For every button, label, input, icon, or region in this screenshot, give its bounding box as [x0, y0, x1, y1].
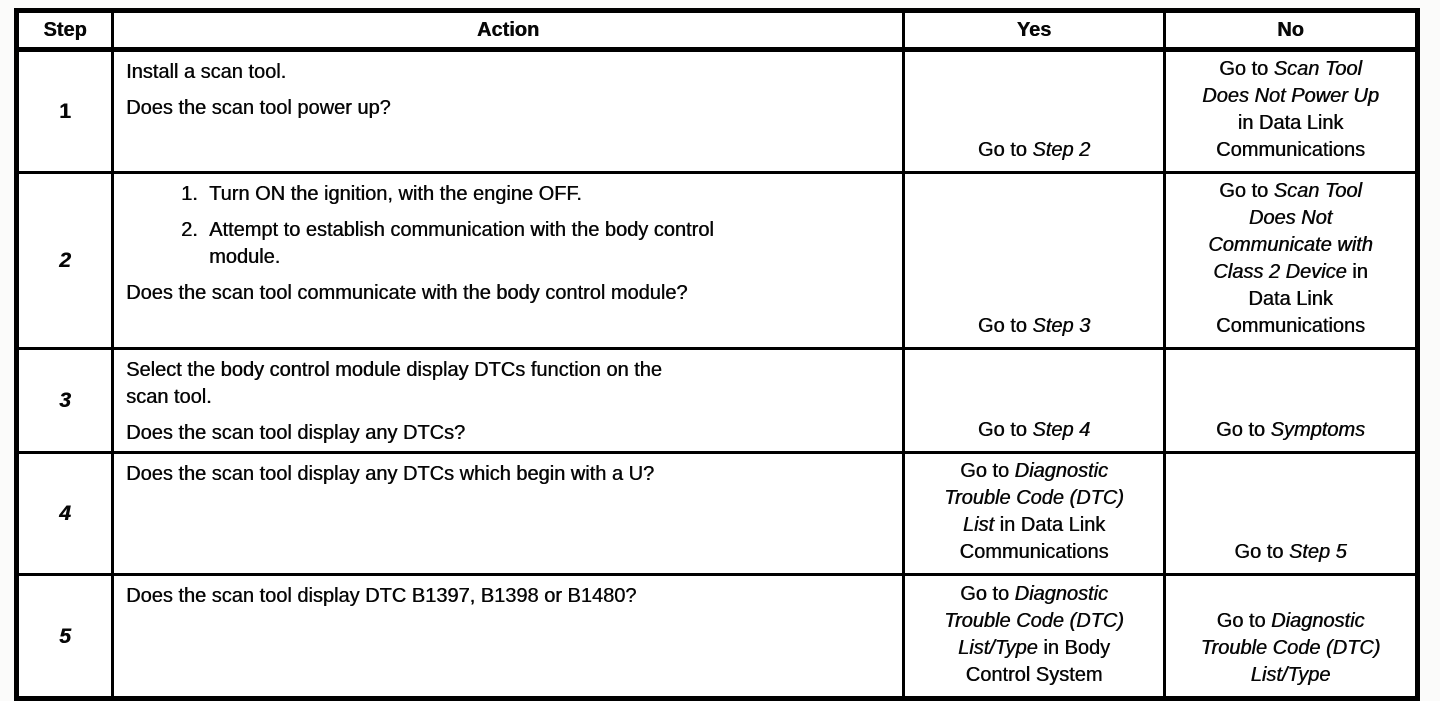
text-line: module.: [209, 246, 281, 268]
text-line: List in Data Link: [962, 514, 1106, 536]
text-line: Go to Diagnostic: [960, 583, 1108, 605]
text-line: Communications: [1216, 139, 1365, 161]
text-line: Trouble Code (DTC): [944, 610, 1124, 632]
text-line: Does the scan tool display any DTCs whic…: [126, 463, 655, 485]
step-cell: 4: [15, 451, 114, 576]
action-paragraph: Does the scan tool power up?: [126, 95, 890, 122]
no-cell: Go to Step 5: [1163, 451, 1419, 576]
text-line: Select the body control module display D…: [126, 359, 662, 381]
yes-cell: Go to Step 3: [902, 171, 1166, 350]
action-cell: Install a scan tool. Does the scan tool p…: [111, 48, 905, 174]
table-body: 1 Install a scan tool. Does the scan tool …: [15, 48, 1419, 700]
text-line: in Data Link: [1237, 112, 1344, 134]
text-line: Trouble Code (DTC): [944, 487, 1124, 509]
header-row: Step Action Yes No: [15, 9, 1419, 52]
text-line: Turn ON the ignition, with the engine OF…: [209, 183, 582, 205]
text-line: Go to Scan Tool: [1219, 58, 1362, 80]
action-paragraph: Does the scan tool display any DTCs?: [126, 420, 890, 447]
text-line: Communications: [959, 541, 1109, 563]
table-row: 3 Select the body control module display …: [15, 347, 1419, 454]
text-line: Trouble Code (DTC): [1200, 637, 1381, 659]
action-paragraph: Select the body control module display D…: [126, 357, 890, 411]
step-cell: 3: [15, 347, 114, 454]
step-cell: 5: [15, 573, 114, 700]
text-line: scan tool.: [126, 386, 212, 408]
text-line: Go to Step 4: [977, 419, 1091, 441]
table-header: Step Action Yes No: [15, 9, 1419, 52]
text-line: Go to Step 5: [1234, 541, 1347, 563]
text-line: Communications: [1216, 315, 1365, 337]
text-line: Go to Diagnostic: [960, 460, 1108, 482]
text-line: Go to Step 3: [977, 315, 1091, 337]
action-list-item: 1. Turn ON the ignition, with the engine …: [181, 181, 890, 208]
text-line: Go to Step 2: [977, 139, 1091, 161]
table-row: 5 Does the scan tool display DTC B1397, B…: [15, 573, 1419, 700]
yes-cell: Go to Step 2: [902, 48, 1166, 174]
list-number: 1.: [181, 183, 198, 205]
text-line: List/Type in Body: [958, 637, 1110, 659]
text-line: Go to Symptoms: [1216, 419, 1365, 441]
text-line: Control System: [965, 664, 1103, 686]
text-line: Does the scan tool power up?: [126, 97, 391, 119]
action-paragraph: Does the scan tool display any DTCs whic…: [126, 461, 890, 488]
action-paragraph: Does the scan tool display DTC B1397, B1…: [126, 583, 890, 610]
text-line: Does Not Power Up: [1202, 85, 1379, 107]
column-header-step: Step: [15, 9, 114, 52]
list-number: 2.: [181, 219, 198, 241]
text-line: Does the scan tool display any DTCs?: [126, 422, 466, 444]
text-line: Does Not: [1248, 207, 1333, 229]
column-header-action: Action: [111, 9, 905, 52]
table-row: 1 Install a scan tool. Does the scan tool …: [15, 48, 1419, 174]
action-list-item: 2. Attempt to establish communication wit…: [181, 217, 890, 271]
yes-cell: Go to Step 4: [902, 347, 1166, 454]
text-line: Attempt to establish communication with …: [209, 219, 714, 241]
action-paragraph: Does the scan tool communicate with the …: [126, 280, 890, 307]
text-line: Communicate with: [1208, 234, 1373, 256]
table-row: 2 1. Turn ON the ignition, with the engine…: [15, 171, 1419, 350]
column-header-yes: Yes: [902, 9, 1166, 52]
text-line: Go to Diagnostic: [1216, 610, 1365, 632]
text-line: Data Link: [1248, 288, 1333, 310]
action-cell: 1. Turn ON the ignition, with the engine …: [111, 171, 905, 350]
text-line: Install a scan tool.: [126, 61, 287, 83]
table-row: 4 Does the scan tool display any DTCs whi…: [15, 451, 1419, 576]
text-line: Class 2 Device in: [1213, 261, 1368, 283]
action-paragraph: Install a scan tool.: [126, 59, 890, 86]
step-cell: 2: [15, 171, 114, 350]
no-cell: Go to Symptoms: [1163, 347, 1419, 454]
column-header-no: No: [1163, 9, 1419, 52]
text-line: Go to Scan Tool: [1219, 180, 1362, 202]
text-line: List/Type: [1250, 664, 1331, 686]
text-line: Does the scan tool display DTC B1397, B1…: [126, 585, 637, 607]
action-cell: Select the body control module display D…: [111, 347, 905, 454]
step-cell: 1: [15, 48, 114, 174]
text-line: Does the scan tool communicate with the …: [126, 282, 688, 304]
action-cell: Does the scan tool display any DTCs whic…: [111, 451, 905, 576]
